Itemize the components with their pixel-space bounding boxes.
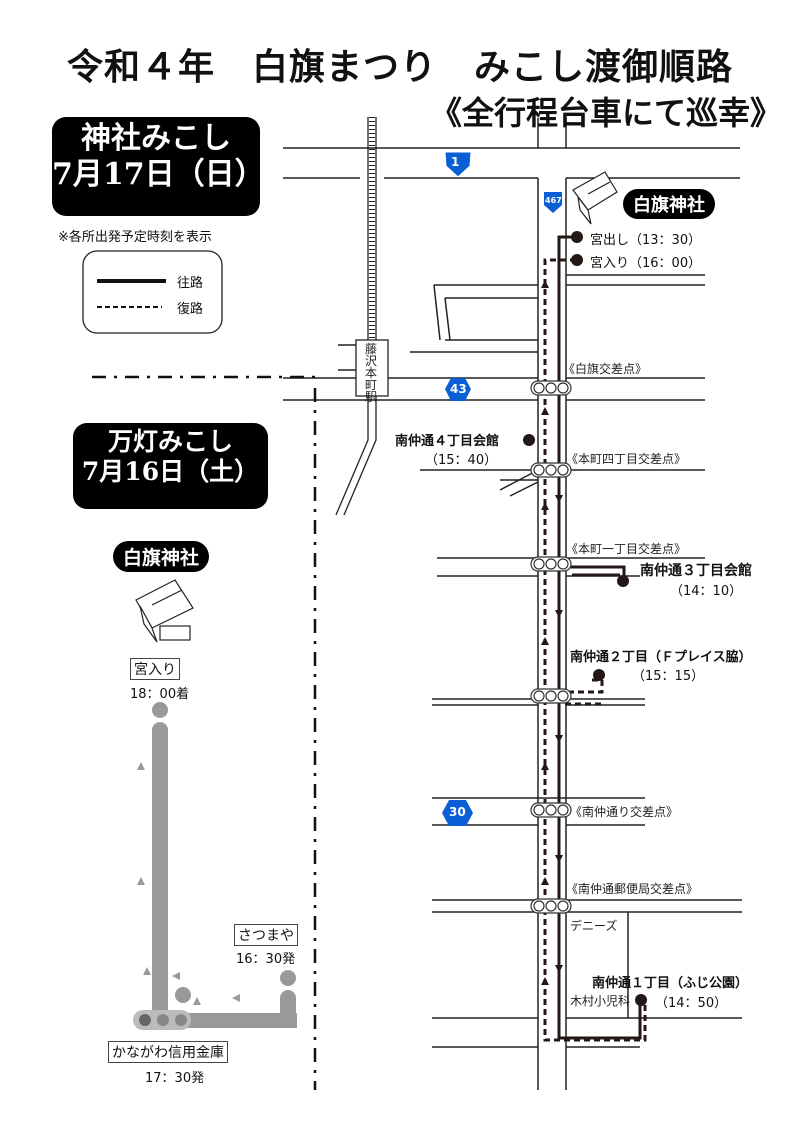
stop-label: 宮入り（16：00） xyxy=(590,256,702,271)
legend-outbound: 往路 xyxy=(177,276,204,291)
intersection-label: 《南仲通り交差点》 xyxy=(570,805,679,819)
mando-stop-label: かながわ信用金庫 xyxy=(108,1041,228,1063)
intersection-label: 《本町一丁目交差点》 xyxy=(566,542,687,556)
route-sign-1: 1 xyxy=(451,155,460,169)
mando-stop-label: 宮入り xyxy=(130,658,180,680)
mando-mikoshi-name: 万灯みこし xyxy=(107,427,233,456)
shrine-mikoshi-header: 神社みこし 7月17日（日） xyxy=(52,117,265,216)
landmark-label: 木村小児科 xyxy=(570,994,631,1008)
route-sign-43: 43 xyxy=(450,382,467,396)
stop-time: （14：10） xyxy=(670,584,743,599)
route-sign-30: 30 xyxy=(449,805,466,819)
mando-stop-label: さつまや xyxy=(234,924,298,946)
intersection-label: 《南仲通郵便局交差点》 xyxy=(566,882,699,896)
traffic-signals xyxy=(530,380,572,914)
mando-route xyxy=(133,702,297,1030)
mando-stop-time: 18：00着 xyxy=(130,687,190,702)
page-subtitle: 《全行程台車にて巡幸》 xyxy=(429,94,782,132)
railway xyxy=(335,117,389,516)
mando-mikoshi-header: 万灯みこし 7月16日（土） xyxy=(73,423,268,509)
shrine-mikoshi-name: 神社みこし xyxy=(81,121,231,156)
stop-dots xyxy=(523,231,647,1006)
legend-box xyxy=(82,250,223,334)
mando-stop-time: 17：30発 xyxy=(145,1071,205,1086)
stop-time: （15：40） xyxy=(425,453,498,468)
intersection-label: 《本町四丁目交差点》 xyxy=(566,452,687,466)
stop-label: 宮出し（13：30） xyxy=(590,233,702,248)
shrine-mikoshi-date: 7月17日（日） xyxy=(52,157,265,192)
station-label: 藤沢本町駅 xyxy=(365,342,378,404)
intersection-label: 《白旗交差点》 xyxy=(563,362,648,376)
legend-return: 復路 xyxy=(177,302,204,317)
note: ※各所出発予定時刻を表示 xyxy=(58,230,212,245)
stop-time: （14：50） xyxy=(655,996,728,1011)
route-sign-467: 467 xyxy=(545,196,562,205)
page-title: 令和４年 白旗まつり みこし渡御順路 xyxy=(66,46,733,88)
stop-label: 南仲通２丁目（Ｆプレイス脇） xyxy=(570,650,752,665)
stop-label: 南仲通１丁目（ふじ公園） xyxy=(592,976,749,991)
mando-shrine-label: 白旗神社 xyxy=(113,541,210,572)
shrine-icon xyxy=(135,171,618,643)
stop-time: （15：15） xyxy=(632,669,705,684)
shrine-label: 白旗神社 xyxy=(623,189,715,219)
route-signs xyxy=(442,151,562,826)
mando-mikoshi-date: 7月16日（土） xyxy=(81,457,260,486)
route-arrows xyxy=(541,280,563,985)
mando-stop-time: 16：30発 xyxy=(236,952,296,967)
divider-dash-dot xyxy=(92,375,317,1090)
stop-label: 南仲通４丁目会館 xyxy=(395,434,500,449)
stop-label: 南仲通３丁目会館 xyxy=(640,563,752,579)
landmark-label: デニーズ xyxy=(570,919,618,933)
